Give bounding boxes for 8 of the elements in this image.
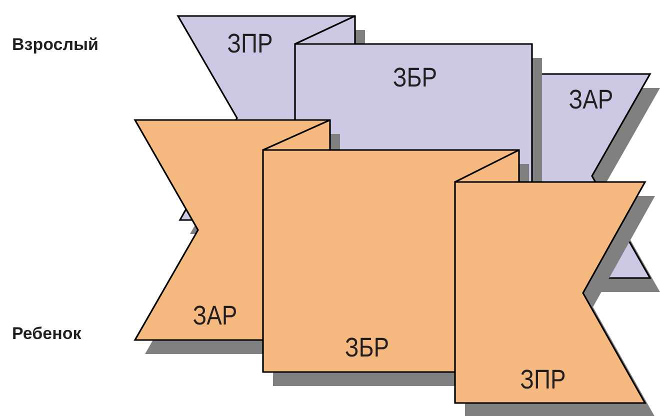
zone-label: ЗПР — [520, 364, 566, 396]
zone-label: ЗПР — [227, 28, 273, 60]
row-label: Взрослый — [12, 35, 98, 55]
zone-label: ЗБР — [392, 62, 438, 94]
zone-label: ЗАР — [568, 84, 614, 116]
zone-label: ЗБР — [344, 332, 390, 364]
zone-label: ЗАР — [192, 300, 238, 332]
row-label: Ребенок — [12, 324, 82, 344]
